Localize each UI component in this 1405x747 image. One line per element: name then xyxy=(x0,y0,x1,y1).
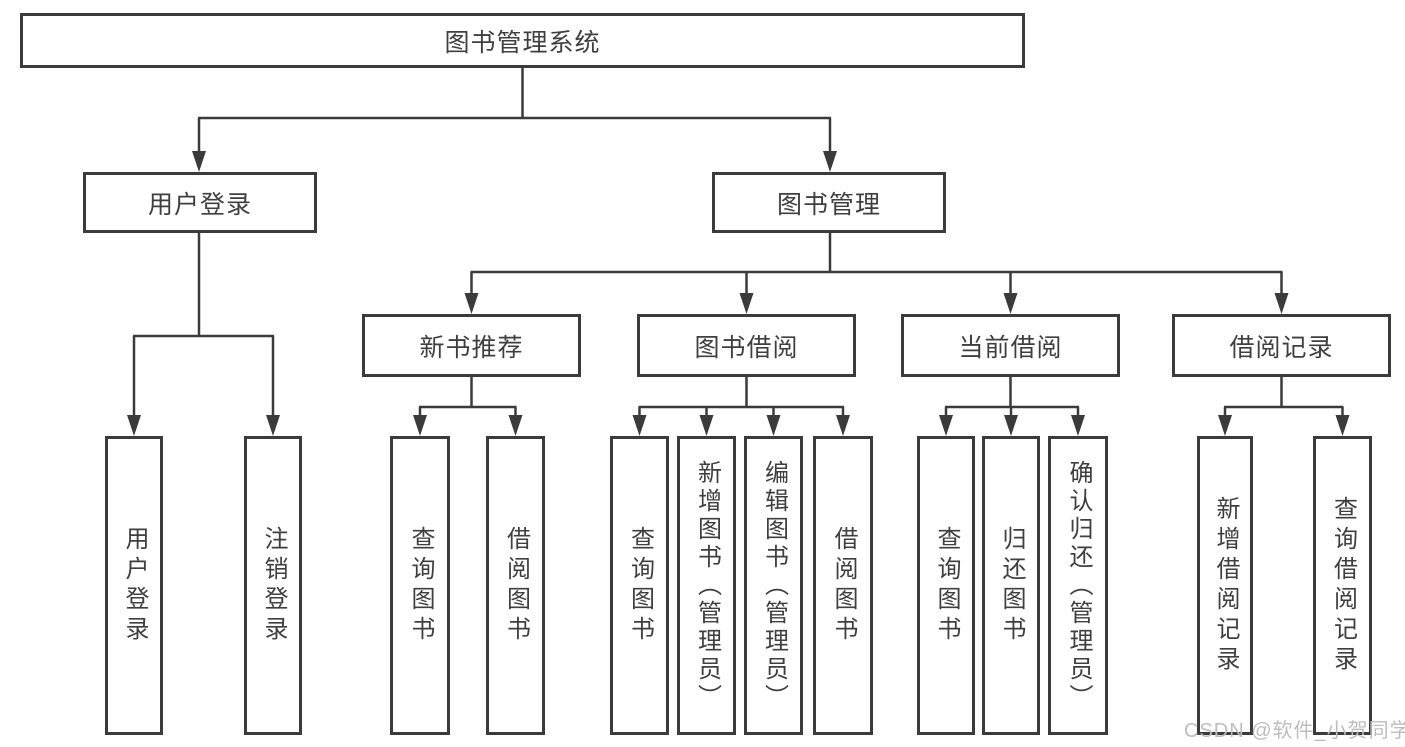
leaf-label: 归还图书 xyxy=(998,525,1025,646)
leaf-cb-return-book: 归还图书 xyxy=(982,436,1040,735)
node-label: 图书借阅 xyxy=(694,333,799,362)
leaf-label: 用户登录 xyxy=(121,525,148,646)
leaf-label: 查询借阅记录 xyxy=(1329,495,1357,676)
leaf-label: 查询图书 xyxy=(933,525,960,646)
node-label: 图书管理系统 xyxy=(444,28,601,57)
node-label: 图书管理 xyxy=(776,190,881,219)
leaf-nb-query-book: 查询图书 xyxy=(390,436,450,735)
leaf-label: 编辑图书（管理员） xyxy=(760,459,788,712)
node-label: 借阅记录 xyxy=(1229,333,1334,362)
leaf-label: 新增借阅记录 xyxy=(1212,495,1239,676)
leaf-label: 确认归还（管理员） xyxy=(1065,459,1092,712)
node-new-book-recommend: 新书推荐 xyxy=(362,314,581,377)
leaf-label: 查询图书 xyxy=(407,525,434,646)
csdn-watermark: CSDN @软件_小贺同学 xyxy=(1184,720,1405,742)
node-library-management-system: 图书管理系统 xyxy=(20,13,1025,68)
leaf-label: 借阅图书 xyxy=(502,525,530,646)
leaf-br-add-borrow-record: 新增借阅记录 xyxy=(1197,436,1253,735)
node-borrow-record: 借阅记录 xyxy=(1172,314,1391,377)
node-label: 新书推荐 xyxy=(419,333,524,362)
leaf-bb-borrow-book: 借阅图书 xyxy=(813,436,873,735)
leaf-logout-login: 注销登录 xyxy=(244,436,302,735)
node-user-login: 用户登录 xyxy=(83,172,317,233)
leaf-bb-add-book-admin: 新增图书（管理员） xyxy=(677,436,736,735)
leaf-label: 新增图书（管理员） xyxy=(693,459,721,712)
leaf-label: 借阅图书 xyxy=(830,525,857,646)
leaf-bb-edit-book-admin: 编辑图书（管理员） xyxy=(744,436,803,735)
leaf-nb-borrow-book: 借阅图书 xyxy=(486,436,545,735)
leaf-label: 注销登录 xyxy=(260,525,287,646)
leaf-cb-query-book: 查询图书 xyxy=(917,436,975,735)
leaf-label: 查询图书 xyxy=(626,525,654,646)
node-current-borrow: 当前借阅 xyxy=(901,314,1120,377)
node-book-management: 图书管理 xyxy=(712,172,946,233)
node-label: 用户登录 xyxy=(147,190,252,219)
leaf-cb-confirm-return-admin: 确认归还（管理员） xyxy=(1048,436,1108,735)
node-label: 当前借阅 xyxy=(958,333,1063,362)
leaf-bb-query-book: 查询图书 xyxy=(610,436,669,735)
leaf-user-login: 用户登录 xyxy=(105,436,163,735)
leaf-br-query-borrow-record: 查询借阅记录 xyxy=(1313,436,1372,735)
node-book-borrow: 图书借阅 xyxy=(637,314,856,377)
